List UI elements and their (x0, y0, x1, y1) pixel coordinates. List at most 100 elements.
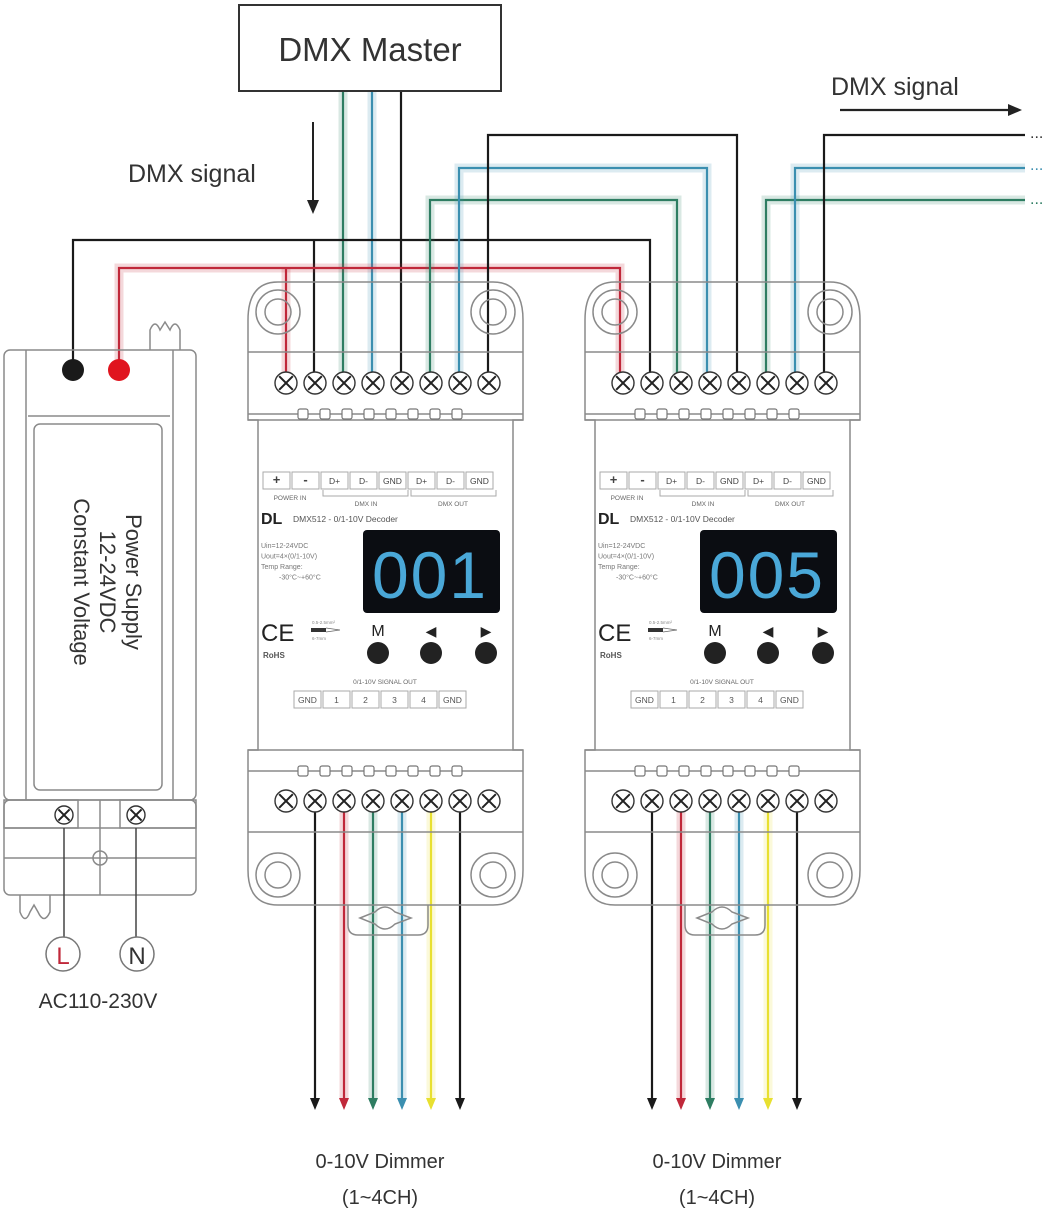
next-button-label: ▶ (481, 623, 492, 639)
terminal-label: D+ (753, 476, 764, 486)
dc-positive-terminal (108, 359, 130, 381)
terminal-label: D+ (416, 476, 427, 486)
output-terminal-label: 2 (700, 695, 705, 705)
led-indicator (656, 408, 668, 420)
output-terminal-label: 4 (421, 695, 426, 705)
mode-button[interactable] (367, 642, 389, 664)
screw-terminal (303, 371, 327, 395)
prev-button[interactable] (420, 642, 442, 664)
ce-mark: CE (261, 620, 294, 647)
led-indicator (766, 765, 778, 777)
mode-button-label: M (371, 623, 384, 640)
power-positive-wire (117, 266, 622, 383)
output-terminal-label: 3 (729, 695, 734, 705)
screw-terminal (361, 789, 385, 813)
led-indicator (319, 765, 331, 777)
led-indicator (385, 765, 397, 777)
led-indicator (385, 408, 397, 420)
led-indicator (744, 765, 756, 777)
output-terminal-label: GND (780, 695, 799, 705)
terminal-label-box (291, 471, 320, 490)
terminal-label-box (773, 471, 802, 490)
terminal-label-box (262, 471, 291, 490)
arrow-down-icon (310, 1098, 320, 1110)
led-indicator (363, 765, 375, 777)
mounting-hole (255, 289, 301, 335)
spec-text: Temp Range: (598, 564, 640, 571)
terminal-label: D- (359, 476, 368, 486)
ps-label-line1: Power Supply (121, 514, 146, 650)
terminal-label: + (610, 472, 618, 487)
brand-logo: DL (598, 511, 620, 528)
arrow-down-icon (339, 1098, 349, 1110)
dmx-chain-d-minus-wire (457, 166, 709, 383)
screw-terminal (727, 789, 751, 813)
screw-terminal (448, 789, 472, 813)
screw-terminal (274, 371, 298, 395)
led-indicator (700, 765, 712, 777)
screw-terminal (477, 789, 501, 813)
screw-terminal (669, 371, 693, 395)
screw-terminal (756, 789, 780, 813)
output-terminal-label: 2 (363, 695, 368, 705)
screw-terminal (669, 789, 693, 813)
led-indicator (297, 765, 309, 777)
output-label-box (409, 690, 438, 709)
led-indicator (407, 765, 419, 777)
dmx-signal-in-label: DMX signal (128, 160, 256, 188)
spec-text: Uout=4×(0/1-10V) (261, 554, 317, 561)
output-label-box (775, 690, 804, 709)
group-label-power-in: POWER IN (274, 495, 307, 502)
ac-input-label: AC110-230V (39, 990, 158, 1013)
terminal-label: D- (446, 476, 455, 486)
next-button[interactable] (812, 642, 834, 664)
display-screen (363, 530, 500, 613)
prev-button[interactable] (757, 642, 779, 664)
arrow-down-icon (792, 1098, 802, 1110)
wire-spec-strip: 6-7mm (649, 636, 663, 641)
screw-terminal (727, 371, 751, 395)
led-indicator (429, 408, 441, 420)
mounting-hole (592, 852, 638, 898)
mounting-hole (592, 289, 638, 335)
mounting-hole (255, 852, 301, 898)
spec-text: Temp Range: (261, 564, 303, 571)
terminal-label-box (407, 471, 436, 490)
arrow-down-icon (307, 200, 319, 214)
screw-terminal (332, 789, 356, 813)
dimmer-channels-2: (1~4CH) (679, 1187, 755, 1209)
screw-terminal (303, 789, 327, 813)
terminal-label-box (436, 471, 465, 490)
screw-terminal (640, 371, 664, 395)
neutral-terminal (119, 936, 155, 972)
led-indicator (744, 408, 756, 420)
output-terminal-label: GND (443, 695, 462, 705)
led-indicator (429, 765, 441, 777)
continuation-dots-3: ... (1030, 191, 1043, 208)
dmx-out-d-plus-wire (764, 198, 1025, 383)
led-indicator (656, 765, 668, 777)
signal-out-title: 0/1-10V SIGNAL OUT (353, 679, 417, 686)
live-label: L (56, 943, 69, 970)
screw-terminal (419, 789, 443, 813)
output-label-box (688, 690, 717, 709)
terminal-label: GND (720, 476, 739, 486)
terminal-label-box (465, 471, 494, 490)
arrow-down-icon (426, 1098, 436, 1110)
terminal-label-box (802, 471, 831, 490)
mode-button[interactable] (704, 642, 726, 664)
output-terminal-label: 3 (392, 695, 397, 705)
din-clip (684, 905, 766, 936)
terminal-label: D- (696, 476, 705, 486)
dmx-signal-out: DMX signal ... ... ... (831, 73, 1043, 208)
led-indicator (766, 408, 778, 420)
brand-logo: DL (261, 511, 283, 528)
decoder-housing (584, 281, 861, 906)
screw-terminal (814, 789, 838, 813)
din-clip (347, 905, 429, 936)
next-button[interactable] (475, 642, 497, 664)
group-label-dmx-in: DMX IN (355, 501, 378, 508)
led-indicator (678, 765, 690, 777)
